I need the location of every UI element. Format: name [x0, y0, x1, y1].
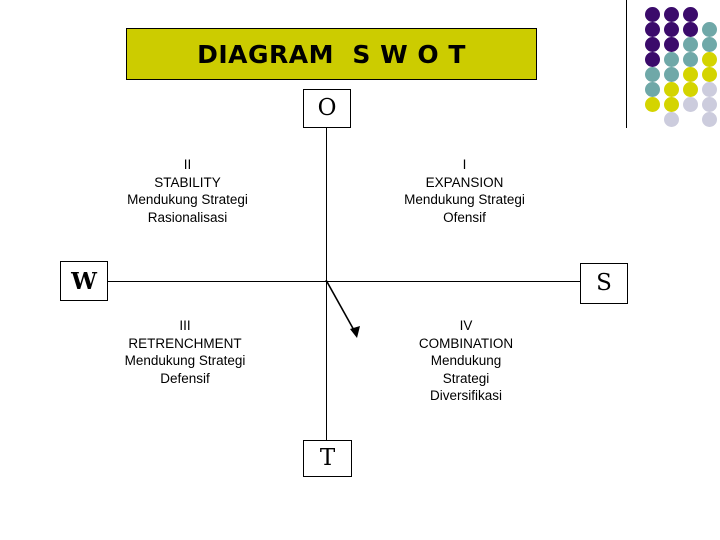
decorative-dot: [664, 97, 679, 112]
quadrant-3-numeral: III: [179, 318, 191, 333]
quadrant-3-name: RETRENCHMENT: [128, 335, 242, 351]
quadrant-1-line3: Mendukung Strategi: [404, 192, 525, 207]
decorative-dot: [664, 67, 679, 82]
decorative-dot: [683, 82, 698, 97]
quadrant-1-expansion: I EXPANSION Mendukung Strategi Ofensif: [372, 156, 557, 226]
decorative-dot: [702, 67, 717, 82]
decorative-dot-grid: [645, 7, 720, 127]
decorative-dot: [664, 37, 679, 52]
axis-box-opportunity-label: O: [317, 95, 337, 121]
quadrant-3-line4: Defensif: [160, 370, 210, 386]
quadrant-4-line3: Mendukung: [430, 353, 502, 368]
decorative-dot: [683, 67, 698, 82]
quadrant-2-numeral: II: [183, 157, 192, 172]
decorative-dot: [664, 82, 679, 97]
decorative-dot: [702, 37, 717, 52]
quadrant-2-line4: Rasionalisasi: [147, 209, 228, 225]
axis-box-strength[interactable]: S: [580, 263, 628, 304]
decorative-dot: [702, 82, 717, 97]
quadrant-1-numeral: I: [462, 157, 467, 172]
decorative-dot: [683, 52, 698, 67]
decorative-dot: [645, 82, 660, 97]
quadrant-2-stability: II STABILITY Mendukung Strategi Rasional…: [95, 156, 280, 226]
decorative-dot: [664, 22, 679, 37]
page-title: DIAGRAM S W O T: [197, 39, 466, 69]
horizontal-axis-line: [108, 281, 580, 282]
quadrant-4-combination: IV COMBINATION Mendukung Strategi Divers…: [385, 317, 547, 405]
axis-box-weakness-label: W: [71, 267, 97, 295]
quadrant-1-line4: Ofensif: [443, 209, 486, 225]
axis-box-threat-label: T: [319, 445, 336, 471]
decorative-dot: [645, 67, 660, 82]
quadrant-3-line3: Mendukung Strategi: [124, 353, 246, 368]
decorative-dot: [702, 52, 717, 67]
axis-box-strength-label: S: [596, 270, 612, 296]
axis-box-threat[interactable]: T: [303, 440, 352, 477]
decorative-dot: [664, 112, 679, 127]
decorative-dot: [683, 7, 698, 22]
vertical-axis-line: [326, 128, 327, 440]
decorative-dot: [645, 97, 660, 112]
quadrant-4-line5: Diversifikasi: [429, 388, 502, 403]
quadrant-4-name: COMBINATION: [418, 335, 514, 351]
quadrant-2-line3: Mendukung Strategi: [127, 192, 248, 207]
decorative-dot: [683, 97, 698, 112]
decorative-dot: [645, 37, 660, 52]
decorative-dot: [683, 22, 698, 37]
quadrant-3-retrenchment: III RETRENCHMENT Mendukung Strategi Defe…: [90, 317, 280, 387]
quadrant-1-name: EXPANSION: [425, 174, 504, 190]
decorative-dot: [645, 22, 660, 37]
quadrant-4-numeral: IV: [459, 318, 473, 333]
quadrant-2-name: STABILITY: [154, 174, 221, 190]
axis-box-opportunity[interactable]: O: [303, 89, 351, 128]
strategy-direction-arrow: [325, 279, 360, 338]
decorative-dot: [702, 22, 717, 37]
decorative-dot: [645, 7, 660, 22]
decorative-dot: [683, 37, 698, 52]
decorative-dot: [702, 97, 717, 112]
decorative-dot: [645, 52, 660, 67]
decorative-dot: [702, 112, 717, 127]
decorative-vertical-rule: [626, 0, 627, 128]
decorative-dot: [664, 52, 679, 67]
axis-box-weakness[interactable]: W: [60, 261, 108, 301]
title-banner: DIAGRAM S W O T: [126, 28, 537, 80]
decorative-dot: [664, 7, 679, 22]
quadrant-4-line4: Strategi: [442, 370, 490, 386]
